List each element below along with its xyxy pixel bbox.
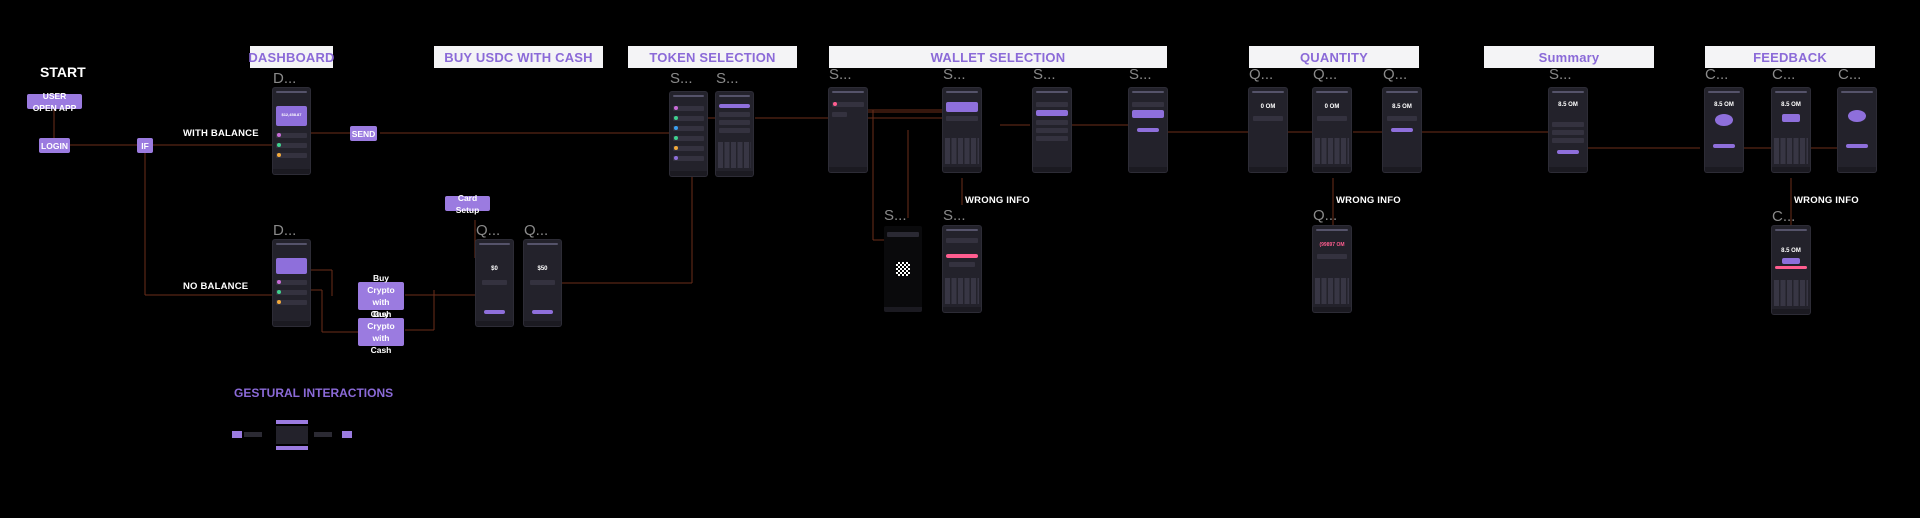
frame-title-d1: D... <box>273 70 297 87</box>
screen-summary[interactable]: 8.5 OM <box>1549 88 1587 172</box>
screen-feedback-4[interactable]: 8.5 OM <box>1772 226 1810 314</box>
frame-title-s-sum: S... <box>1549 66 1572 83</box>
frame-title-q4: Q... <box>1313 207 1338 224</box>
screen-token-list[interactable] <box>670 92 707 176</box>
section-wallet-selection: WALLET SELECTION <box>829 46 1167 68</box>
summary-value: 8.5 OM <box>1558 102 1578 108</box>
user-open-app-node[interactable]: USER OPEN APP <box>27 91 82 113</box>
send-node[interactable]: SEND <box>350 126 377 141</box>
screen-token-search[interactable] <box>716 92 753 176</box>
frame-title-c3: C... <box>1838 66 1862 83</box>
screen-wallet-3[interactable] <box>1033 88 1071 172</box>
frame-title-s-wal4: S... <box>1129 66 1152 83</box>
feedback-4-value: 8.5 OM <box>1781 248 1801 254</box>
frame-title-q3: Q... <box>1383 66 1408 83</box>
screen-feedback-3[interactable] <box>1838 88 1876 172</box>
screen-dashboard-empty[interactable] <box>273 240 310 326</box>
screen-feedback-2[interactable]: 8.5 OM <box>1772 88 1810 172</box>
frame-title-q2: Q... <box>1313 66 1338 83</box>
qr-code-icon <box>896 262 910 276</box>
section-buy-usdc: BUY USDC WITH CASH <box>434 46 603 68</box>
quantity-1-value: 0 OM <box>1260 104 1276 110</box>
screen-buy-zero[interactable]: $0 <box>476 240 513 326</box>
screen-wallet-1[interactable] <box>829 88 867 172</box>
frame-title-c4: C... <box>1772 208 1796 225</box>
screen-wallet-error[interactable] <box>943 226 981 312</box>
frame-title-s-wal2: S... <box>943 66 966 83</box>
screen-quantity-2[interactable]: 0 OM <box>1313 88 1351 172</box>
frame-title-s-wal1: S... <box>829 66 852 83</box>
quantity-2-value: 0 OM <box>1324 104 1340 110</box>
buy-crypto-node-2[interactable]: Buy Crypto with Cash <box>358 309 404 355</box>
section-feedback: FEEDBACK <box>1705 46 1875 68</box>
frame-title-c2: C... <box>1772 66 1796 83</box>
screen-quantity-error[interactable]: (99897 OM <box>1313 226 1351 312</box>
buy-crypto-node-1[interactable]: Buy Crypto with Cash <box>358 273 404 319</box>
screen-wallet-2[interactable] <box>943 88 981 172</box>
frame-title-s-wal5: S... <box>884 207 907 224</box>
wrong-info-quantity-label: WRONG INFO <box>1336 195 1401 206</box>
quantity-error-value: (99897 OM <box>1319 242 1345 248</box>
gestural-strip[interactable] <box>232 420 352 450</box>
screen-wallet-qr[interactable] <box>884 226 922 312</box>
frame-title-c1: C... <box>1705 66 1729 83</box>
screen-feedback-1[interactable]: 8.5 OM <box>1705 88 1743 172</box>
frame-title-d2: D... <box>273 222 297 239</box>
login-node[interactable]: LOGIN <box>39 138 70 153</box>
frame-title-q1: Q... <box>1249 66 1274 83</box>
quantity-3-value: 8.5 OM <box>1392 104 1412 110</box>
frame-title-q-buy2: Q... <box>524 222 549 239</box>
no-balance-label: NO BALANCE <box>183 281 249 292</box>
section-quantity: QUANTITY <box>1249 46 1419 68</box>
screen-dashboard-balance[interactable]: $12,458.87 <box>273 88 310 174</box>
section-dashboard: DASHBOARD <box>248 46 334 68</box>
start-title: START <box>40 64 86 80</box>
if-node[interactable]: IF <box>137 138 153 153</box>
frame-title-s-wal6: S... <box>943 207 966 224</box>
frame-title-s-wal3: S... <box>1033 66 1056 83</box>
section-summary: Summary <box>1484 46 1654 68</box>
with-balance-label: WITH BALANCE <box>183 128 259 139</box>
card-setup-node[interactable]: Card Setup <box>445 193 490 215</box>
wrong-info-feedback-label: WRONG INFO <box>1794 195 1859 206</box>
screen-wallet-4[interactable] <box>1129 88 1167 172</box>
feedback-2-value: 8.5 OM <box>1781 102 1801 108</box>
screen-buy-fifty[interactable]: $50 <box>524 240 561 326</box>
frame-title-q-buy1: Q... <box>476 222 501 239</box>
screen-quantity-3[interactable]: 8.5 OM <box>1383 88 1421 172</box>
screen-quantity-1[interactable]: 0 OM <box>1249 88 1287 172</box>
feedback-1-value: 8.5 OM <box>1714 102 1734 108</box>
dashboard-balance-value: $12,458.87 <box>281 112 302 117</box>
buy-zero-value: $0 <box>491 266 498 272</box>
gestural-title: GESTURAL INTERACTIONS <box>234 386 394 400</box>
section-token-selection: TOKEN SELECTION <box>628 46 797 68</box>
frame-title-s-tok2: S... <box>716 70 739 87</box>
frame-title-s-tok1: S... <box>670 70 693 87</box>
buy-fifty-value: $50 <box>537 266 548 272</box>
wrong-info-wallet-label: WRONG INFO <box>965 195 1030 206</box>
